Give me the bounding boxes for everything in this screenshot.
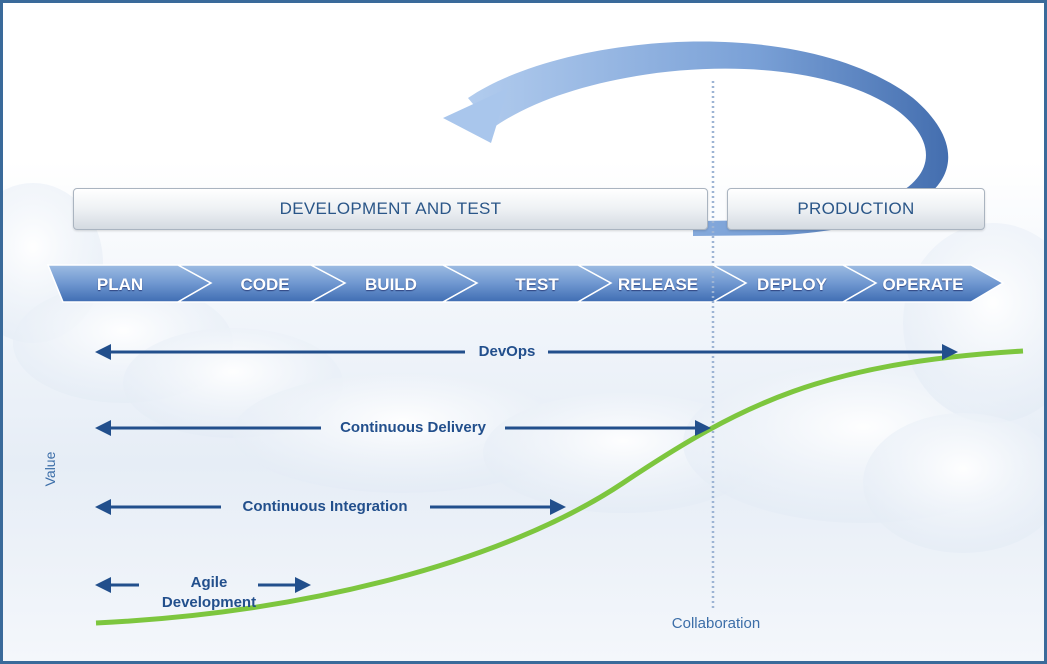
- diagram-graphics: [3, 41, 1044, 626]
- agile-development-label: Agile Development: [162, 573, 256, 613]
- value-axis-label: Value: [42, 451, 58, 487]
- continuous-integration-label: Continuous Integration: [242, 498, 408, 515]
- continuous-integration-arrow: [95, 499, 566, 515]
- stage-chevron-band: [46, 264, 1005, 303]
- range-arrows: [95, 344, 958, 593]
- production-phase: PRODUCTION: [727, 188, 985, 230]
- stage-deploy: DEPLOY: [757, 275, 827, 294]
- devops-arrow: [95, 344, 958, 360]
- value-curve: [95, 348, 1024, 626]
- feedback-loop-arrow: [443, 41, 949, 236]
- stage-build: BUILD: [365, 275, 417, 294]
- cloud-background: [3, 183, 1044, 553]
- development-and-test-label: DEVELOPMENT AND TEST: [279, 199, 502, 218]
- devops-label: DevOps: [478, 343, 536, 360]
- production-label: PRODUCTION: [797, 199, 915, 218]
- stage-operate: OPERATE: [882, 275, 964, 294]
- stage-test: TEST: [515, 275, 559, 294]
- chevron-operate: [840, 264, 1005, 303]
- continuous-delivery-arrow: [95, 420, 711, 436]
- agile-label-line1: Agile: [190, 574, 228, 591]
- agile-label-line2: Development: [161, 594, 257, 611]
- agile-development-arrow: [95, 577, 311, 593]
- development-and-test-phase: DEVELOPMENT AND TEST: [73, 188, 708, 230]
- collaboration-label: Collaboration: [671, 615, 761, 632]
- continuous-delivery-label: Continuous Delivery: [340, 419, 486, 436]
- stage-release: RELEASE: [617, 275, 699, 294]
- stage-code: CODE: [240, 275, 290, 294]
- stage-plan: PLAN: [96, 275, 144, 294]
